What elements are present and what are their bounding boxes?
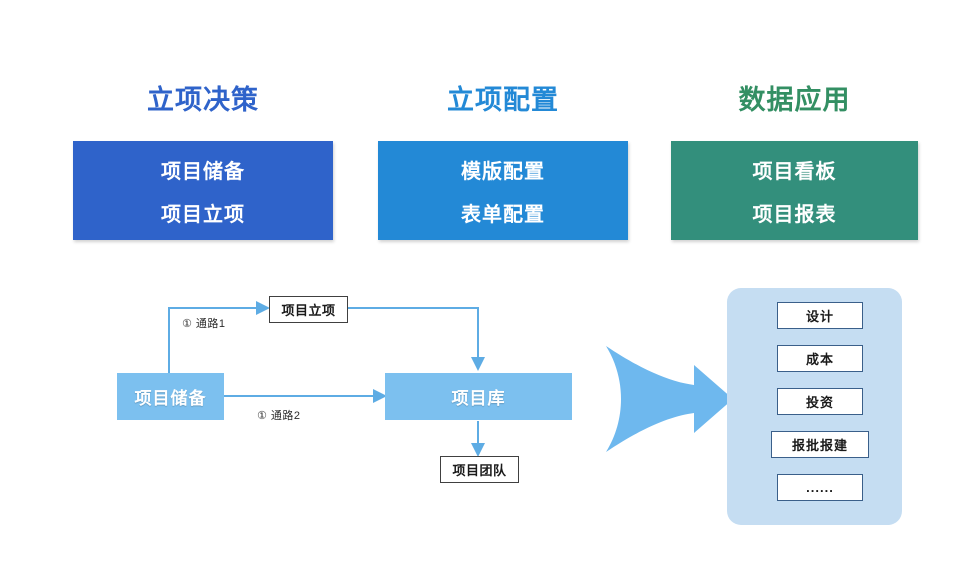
connector-initiation-to-library — [346, 307, 485, 371]
column-2-item-0: 模版配置 — [461, 160, 545, 183]
flow-label-path2: ① 通路2 — [257, 410, 301, 422]
panel-item-1[interactable]: 成本 — [777, 345, 863, 372]
column-1-item-0: 项目储备 — [161, 160, 245, 183]
panel-item-4[interactable]: ...... — [777, 474, 863, 501]
column-box-3: 项目看板 项目报表 — [671, 141, 918, 240]
flow-node-library: 项目库 — [385, 373, 572, 420]
column-title-2: 立项配置 — [447, 85, 559, 115]
column-3-item-0: 项目看板 — [752, 160, 837, 183]
flow-label-path1: ① 通路1 — [182, 318, 226, 330]
panel-item-0[interactable]: 设计 — [777, 302, 863, 329]
panel-item-3[interactable]: 报批报建 — [771, 431, 869, 458]
column-3-item-1: 项目报表 — [752, 203, 837, 226]
column-box-1: 项目储备 项目立项 — [73, 141, 333, 240]
column-2-item-1: 表单配置 — [461, 203, 545, 226]
column-title-3: 数据应用 — [738, 85, 851, 115]
column-title-1: 立项决策 — [147, 85, 259, 115]
column-1-item-1: 项目立项 — [161, 203, 245, 226]
panel-item-2[interactable]: 投资 — [777, 388, 863, 415]
column-box-2: 模版配置 表单配置 — [378, 141, 628, 240]
flow-node-reserve: 项目储备 — [117, 373, 224, 420]
flow-node-initiation: 项目立项 — [269, 296, 348, 323]
big-right-arrow — [606, 346, 733, 452]
flow-node-team: 项目团队 — [440, 456, 519, 483]
